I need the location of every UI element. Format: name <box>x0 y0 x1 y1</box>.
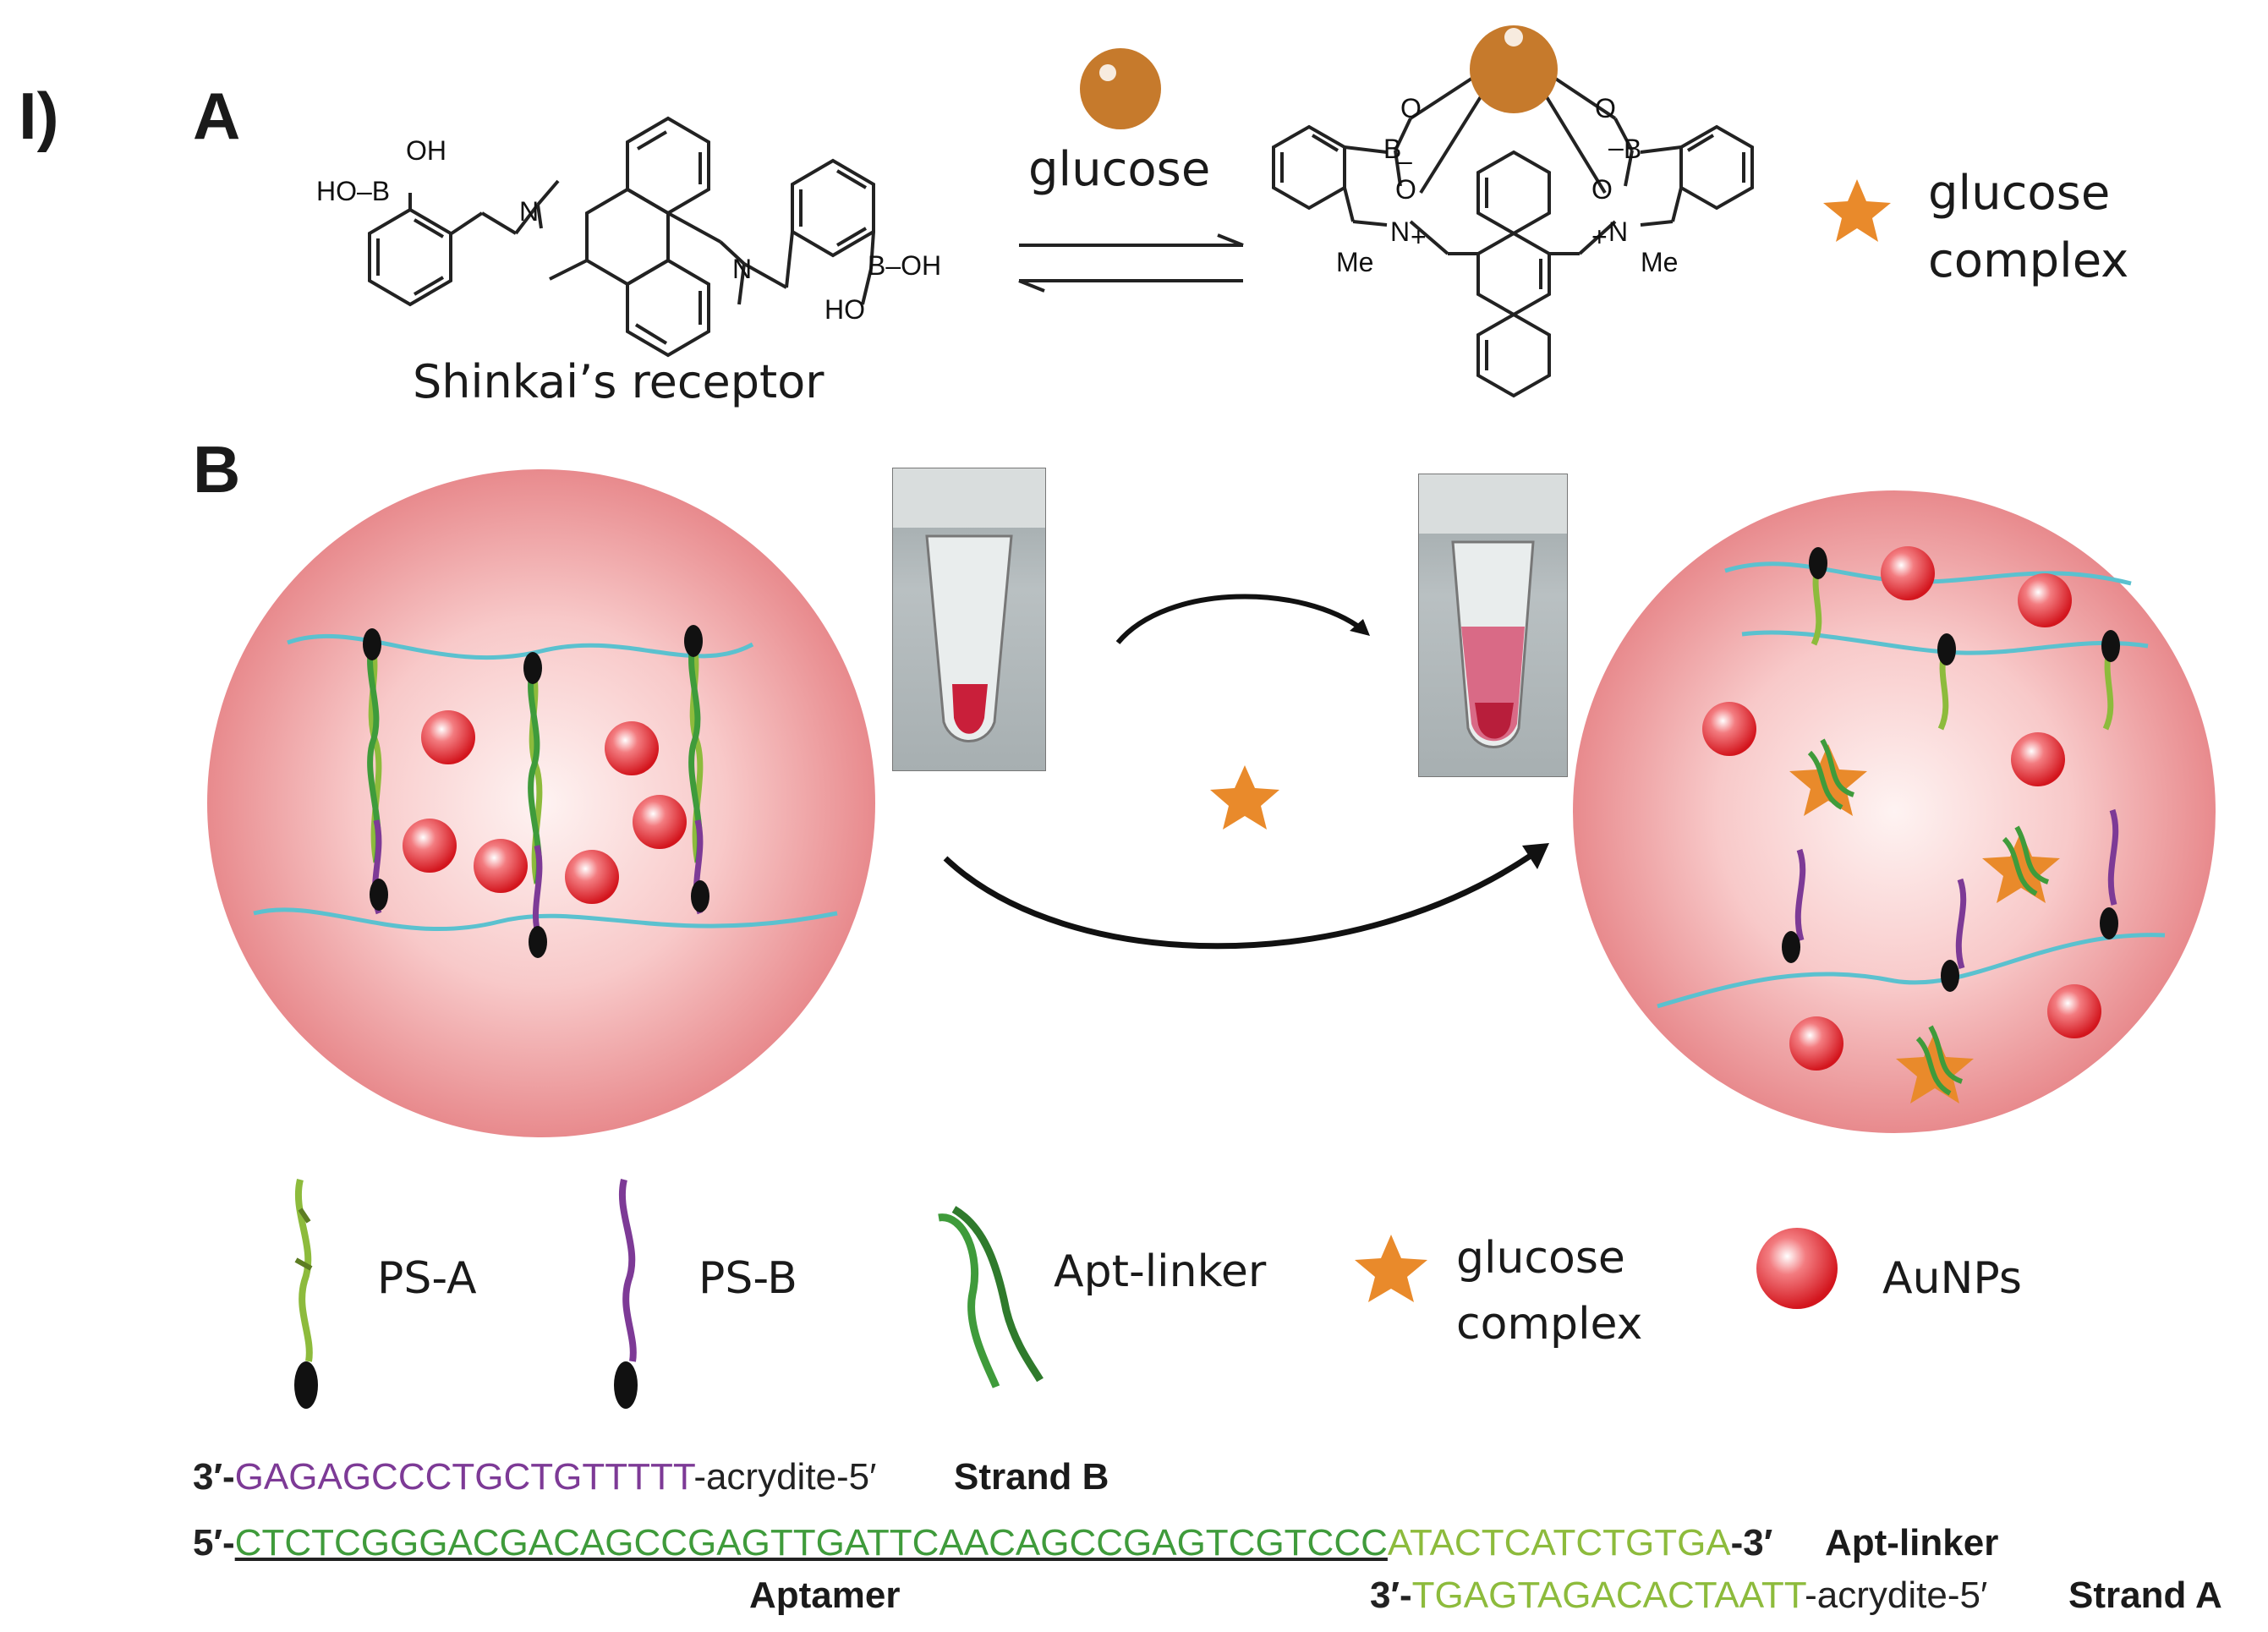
complex-anthracene-top <box>1476 150 1551 236</box>
charge-minus-right: – <box>1608 132 1624 162</box>
complex-label-line2: complex <box>1928 233 2129 288</box>
glucose-ball-complex <box>1470 25 1558 113</box>
atom-ho-right: HO <box>824 294 865 325</box>
apt-linker-sequence: 5′-CTCTCGGGACGACAGCCGAGTTGATTCAACAGCCGAG… <box>193 1522 1772 1564</box>
glucose-ball-reagent <box>1080 48 1161 129</box>
hydrogel-sphere-dissociated <box>1573 490 2216 1133</box>
legend-apt-linker-icon <box>938 1206 1044 1388</box>
panel-b-label: B <box>193 432 241 507</box>
apt-linker-rest-bases: ATACTCATCTGTGA <box>1387 1522 1731 1564</box>
strand-b-prefix: 3′- <box>193 1456 235 1498</box>
legend-apt-linker-label: Apt-linker <box>1054 1246 1267 1297</box>
atom-o-1: O <box>1400 93 1422 123</box>
atom-o-2: O <box>1595 93 1616 123</box>
glucose-complex-star-a <box>1823 179 1891 242</box>
polymer-chain <box>1657 933 2166 1009</box>
legend-ps-b-label: PS-B <box>698 1253 797 1304</box>
anthracene-ring-bot <box>626 258 710 358</box>
panel-b-scheme <box>207 469 2216 1409</box>
charge-minus-left: – <box>1397 145 1412 176</box>
strand-b-name: Strand B <box>954 1456 1109 1498</box>
legend-ps-b-icon <box>614 1179 638 1409</box>
apt-linker-suffix: -3′ <box>1730 1522 1773 1564</box>
strand-a-name: Strand A <box>2068 1574 2222 1616</box>
legend-aunp-icon <box>1756 1228 1838 1309</box>
complex-anthracene-mid <box>1476 231 1551 317</box>
strand-a-prefix: 3′- <box>1370 1574 1412 1616</box>
transition-arrow-upper <box>1115 594 1365 644</box>
panel-a-scheme <box>368 25 1891 398</box>
glucose-complex-bound <box>1789 738 2060 1104</box>
apt-linker-prefix: 5′- <box>193 1522 235 1564</box>
legend-ps-a-label: PS-A <box>377 1253 477 1304</box>
atom-b-oh-right: B–OH <box>868 250 942 281</box>
legend-glucose-complex-label-2: complex <box>1456 1299 1643 1350</box>
receptor-name: Shinkai’s receptor <box>413 355 824 408</box>
atom-n-right: N <box>732 254 753 284</box>
polymer-chain <box>253 907 838 932</box>
tube-photo-before <box>892 468 1046 771</box>
complex-label-line1: glucose <box>1928 166 2111 221</box>
benzene-ring-left <box>368 207 452 307</box>
atom-n-plus-left: N <box>1390 216 1411 247</box>
aptamer-label: Aptamer <box>749 1574 901 1616</box>
atom-o-3: O <box>1395 174 1416 205</box>
polymer-chain <box>1741 630 2149 655</box>
strand-a-suffix: -acrydite-5′ <box>1805 1574 1988 1616</box>
atom-o-4: O <box>1591 174 1613 205</box>
atom-me-left: Me <box>1336 247 1374 277</box>
atom-hob-left: HO–B <box>316 176 391 206</box>
charge-plus-left: + <box>1411 222 1427 252</box>
tube-photo-after <box>1418 474 1568 777</box>
legend-ps-a-icon <box>294 1179 318 1409</box>
complex-benzene-right <box>1679 124 1754 211</box>
strand-a-sequence: 3′-TGAGTAGACACTAATT-acrydite-5′ <box>1370 1574 1987 1617</box>
anthracene-ring-mid <box>585 187 670 287</box>
charge-plus-right: + <box>1591 222 1608 252</box>
strand-b-suffix: -acrydite-5′ <box>693 1456 877 1498</box>
complex-benzene-left <box>1272 124 1346 211</box>
aptamer-bases: CTCTCGGGACGACAGCCGAGTTGATTCAACAGCCGAGTCG… <box>234 1522 1388 1564</box>
glucose-complex-star-b <box>1210 765 1279 830</box>
complex-anthracene-bot <box>1476 312 1551 398</box>
strand-b-sequence: 3′-GAGAGCCCTGCTGTTTTT-acrydite-5′ <box>193 1456 876 1498</box>
aunp-group-right <box>1702 546 2101 1071</box>
strand-a-bases: TGAGTAGACACTAATT <box>1411 1574 1805 1616</box>
aunp-group-left <box>403 710 687 904</box>
legend-glucose-complex-label-1: glucose <box>1456 1233 1625 1284</box>
atom-n-left: N <box>519 196 540 227</box>
transition-arrow-lower <box>943 847 1542 950</box>
strand-b-bases: GAGAGCCCTGCTGTTTTT <box>234 1456 694 1498</box>
benzene-ring-right <box>791 158 875 258</box>
legend-aunp-label: AuNPs <box>1882 1253 2022 1304</box>
atom-oh-left: OH <box>406 135 446 166</box>
apt-linker-name: Apt-linker <box>1825 1522 1999 1564</box>
legend-glucose-complex-icon <box>1355 1235 1427 1302</box>
part-label: I) <box>19 79 59 153</box>
atom-n-plus-right: N <box>1608 216 1629 247</box>
panel-a-label: A <box>193 79 241 153</box>
atom-b-right: B <box>1624 134 1642 164</box>
atom-me-right: Me <box>1641 247 1679 277</box>
anthracene-ring-top <box>626 116 710 216</box>
reagent-label: glucose <box>1028 142 1211 197</box>
atom-b-left: B <box>1383 134 1402 164</box>
